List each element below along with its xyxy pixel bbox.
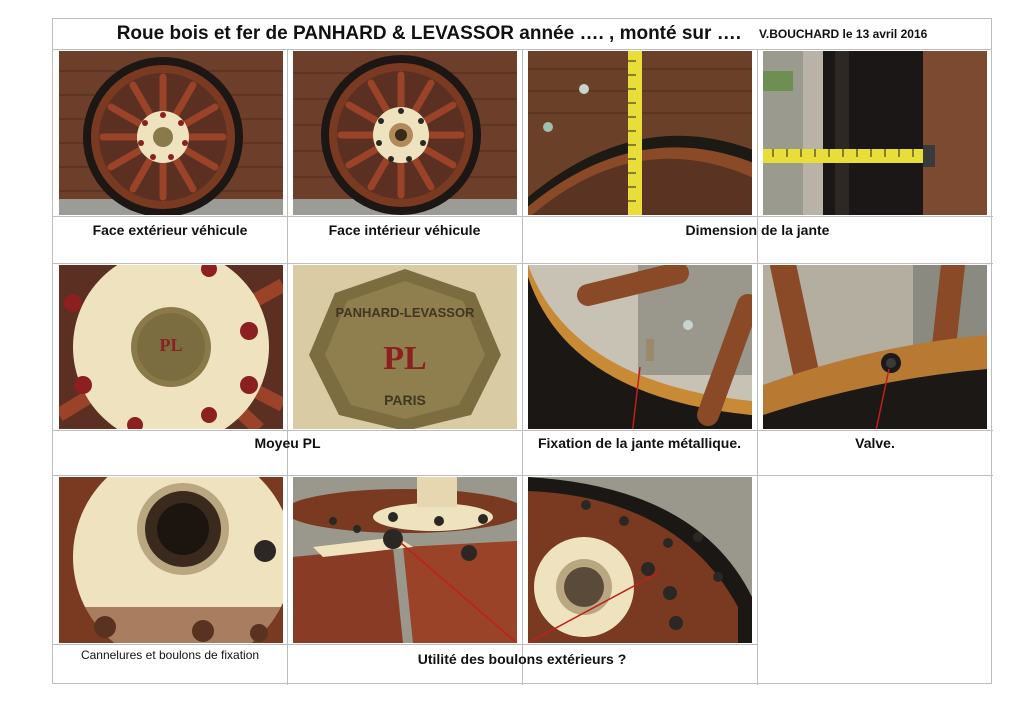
caption-cannelures: Cannelures et boulons de fixation <box>80 648 260 662</box>
grid-divider <box>53 475 993 476</box>
photo-rim-fixation <box>528 265 752 429</box>
photo-rim-measure-1 <box>528 51 752 215</box>
hub-cap-monogram: PL <box>383 340 426 377</box>
grid-divider <box>53 430 993 431</box>
photo-outer-bolts-1 <box>293 477 517 643</box>
caption-fixation: Fixation de la jante métallique. <box>537 435 742 451</box>
hub-monogram: PL <box>159 335 182 355</box>
grid-divider <box>522 49 523 685</box>
photo-sheet: Roue bois et fer de PANHARD & LEVASSOR a… <box>52 18 993 685</box>
caption-face-int: Face intérieur véhicule <box>328 222 481 238</box>
hub-cap-city: PARIS <box>384 392 426 408</box>
grid-divider <box>757 263 758 685</box>
photo-hub-cap-closeup: PANHARD-LEVASSOR PL PARIS <box>293 265 517 429</box>
grid-divider <box>53 216 993 217</box>
photo-outer-bolts-2 <box>528 477 752 643</box>
grid-divider <box>287 49 288 685</box>
author-date: V.BOUCHARD le 13 avril 2016 <box>758 27 928 41</box>
caption-utilite: Utilité des boulons extérieurs ? <box>417 651 627 667</box>
caption-dimension: Dimension de la jante <box>685 222 830 238</box>
grid-divider <box>53 644 757 645</box>
photo-wheel-interior <box>293 51 517 215</box>
title-bar: Roue bois et fer de PANHARD & LEVASSOR a… <box>53 19 991 50</box>
grid-divider <box>757 49 758 263</box>
hub-cap-brand: PANHARD-LEVASSOR <box>336 305 476 320</box>
caption-moyeu: Moyeu PL <box>254 435 321 451</box>
photo-hub-overview: PL <box>59 265 283 429</box>
photo-rim-measure-2 <box>763 51 987 215</box>
grid-divider <box>53 263 993 264</box>
caption-valve: Valve. <box>855 435 895 451</box>
caption-face-ext: Face extérieur véhicule <box>92 222 248 238</box>
photo-wheel-exterior <box>59 51 283 215</box>
photo-hub-splines <box>59 477 283 643</box>
page-title: Roue bois et fer de PANHARD & LEVASSOR a… <box>116 23 741 44</box>
photo-valve <box>763 265 987 429</box>
